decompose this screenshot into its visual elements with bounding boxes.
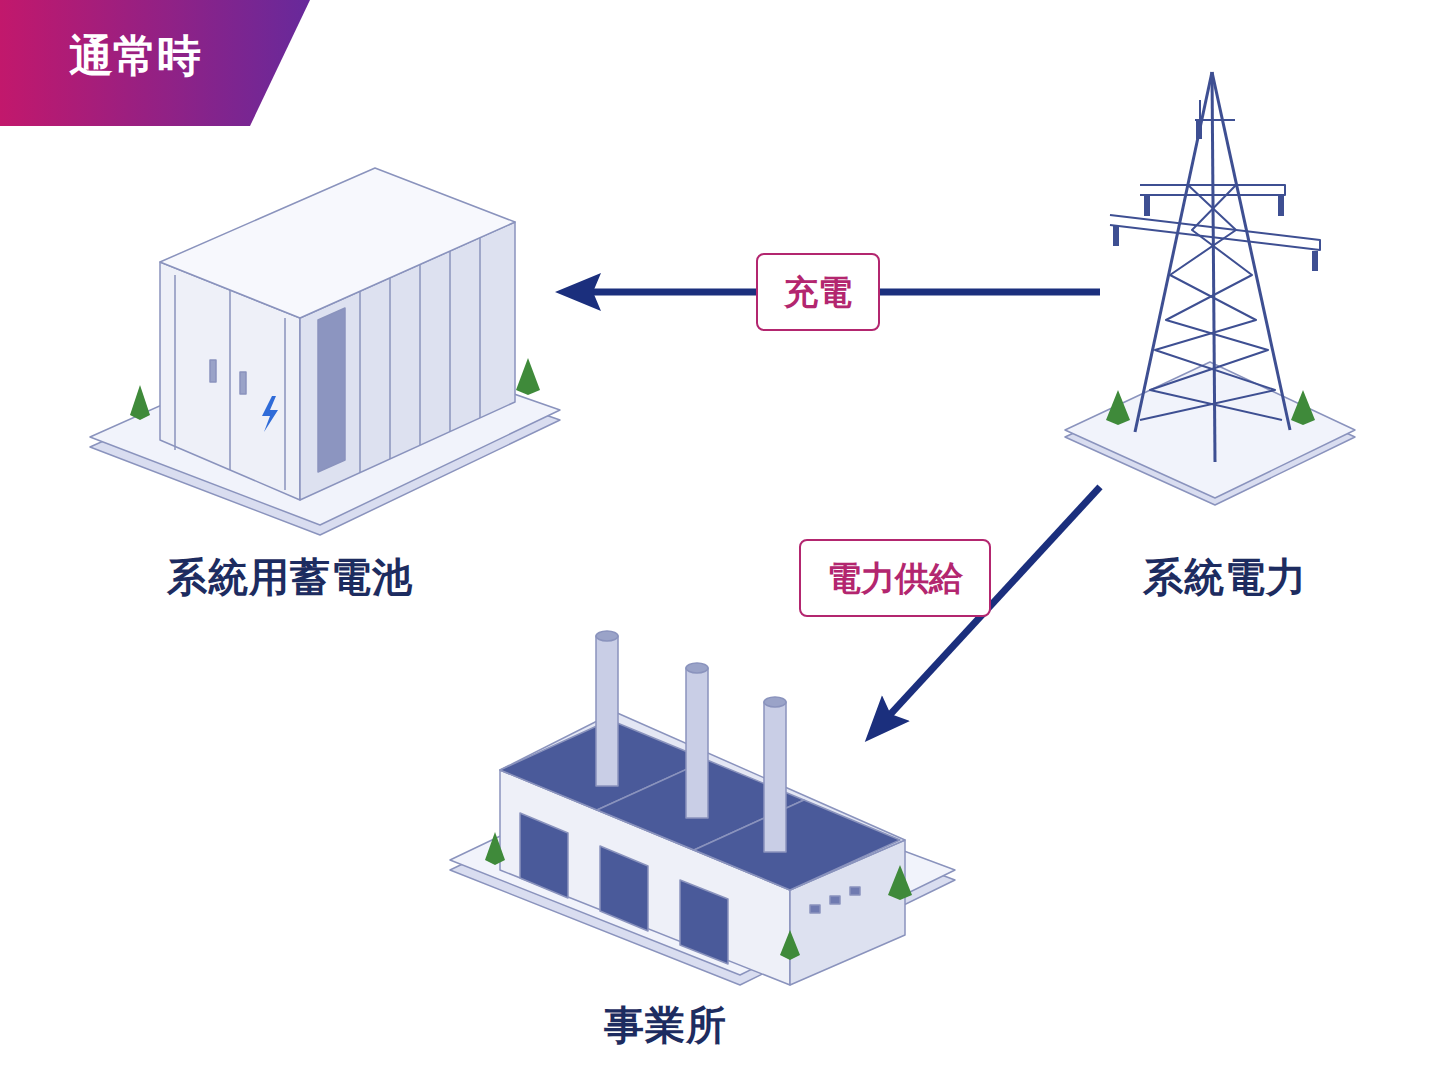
battery-container-illustration xyxy=(90,168,560,535)
transmission-tower-illustration xyxy=(1065,72,1355,505)
edge-label: 充電 xyxy=(756,253,880,331)
edge-label: 電力供給 xyxy=(799,539,991,617)
factory-illustration xyxy=(450,631,955,985)
illustrated-node: 事業所 xyxy=(440,742,890,1065)
node-label: 系統電力 xyxy=(1143,553,1307,601)
title-badge xyxy=(0,0,310,126)
title-text: 通常時 xyxy=(20,28,250,84)
illustrated-node: 系統用蓄電池 xyxy=(25,170,555,610)
node-label: 系統用蓄電池 xyxy=(167,553,413,601)
illustrated-node: 系統電力 xyxy=(1100,70,1350,610)
node-label: 事業所 xyxy=(604,1001,727,1049)
